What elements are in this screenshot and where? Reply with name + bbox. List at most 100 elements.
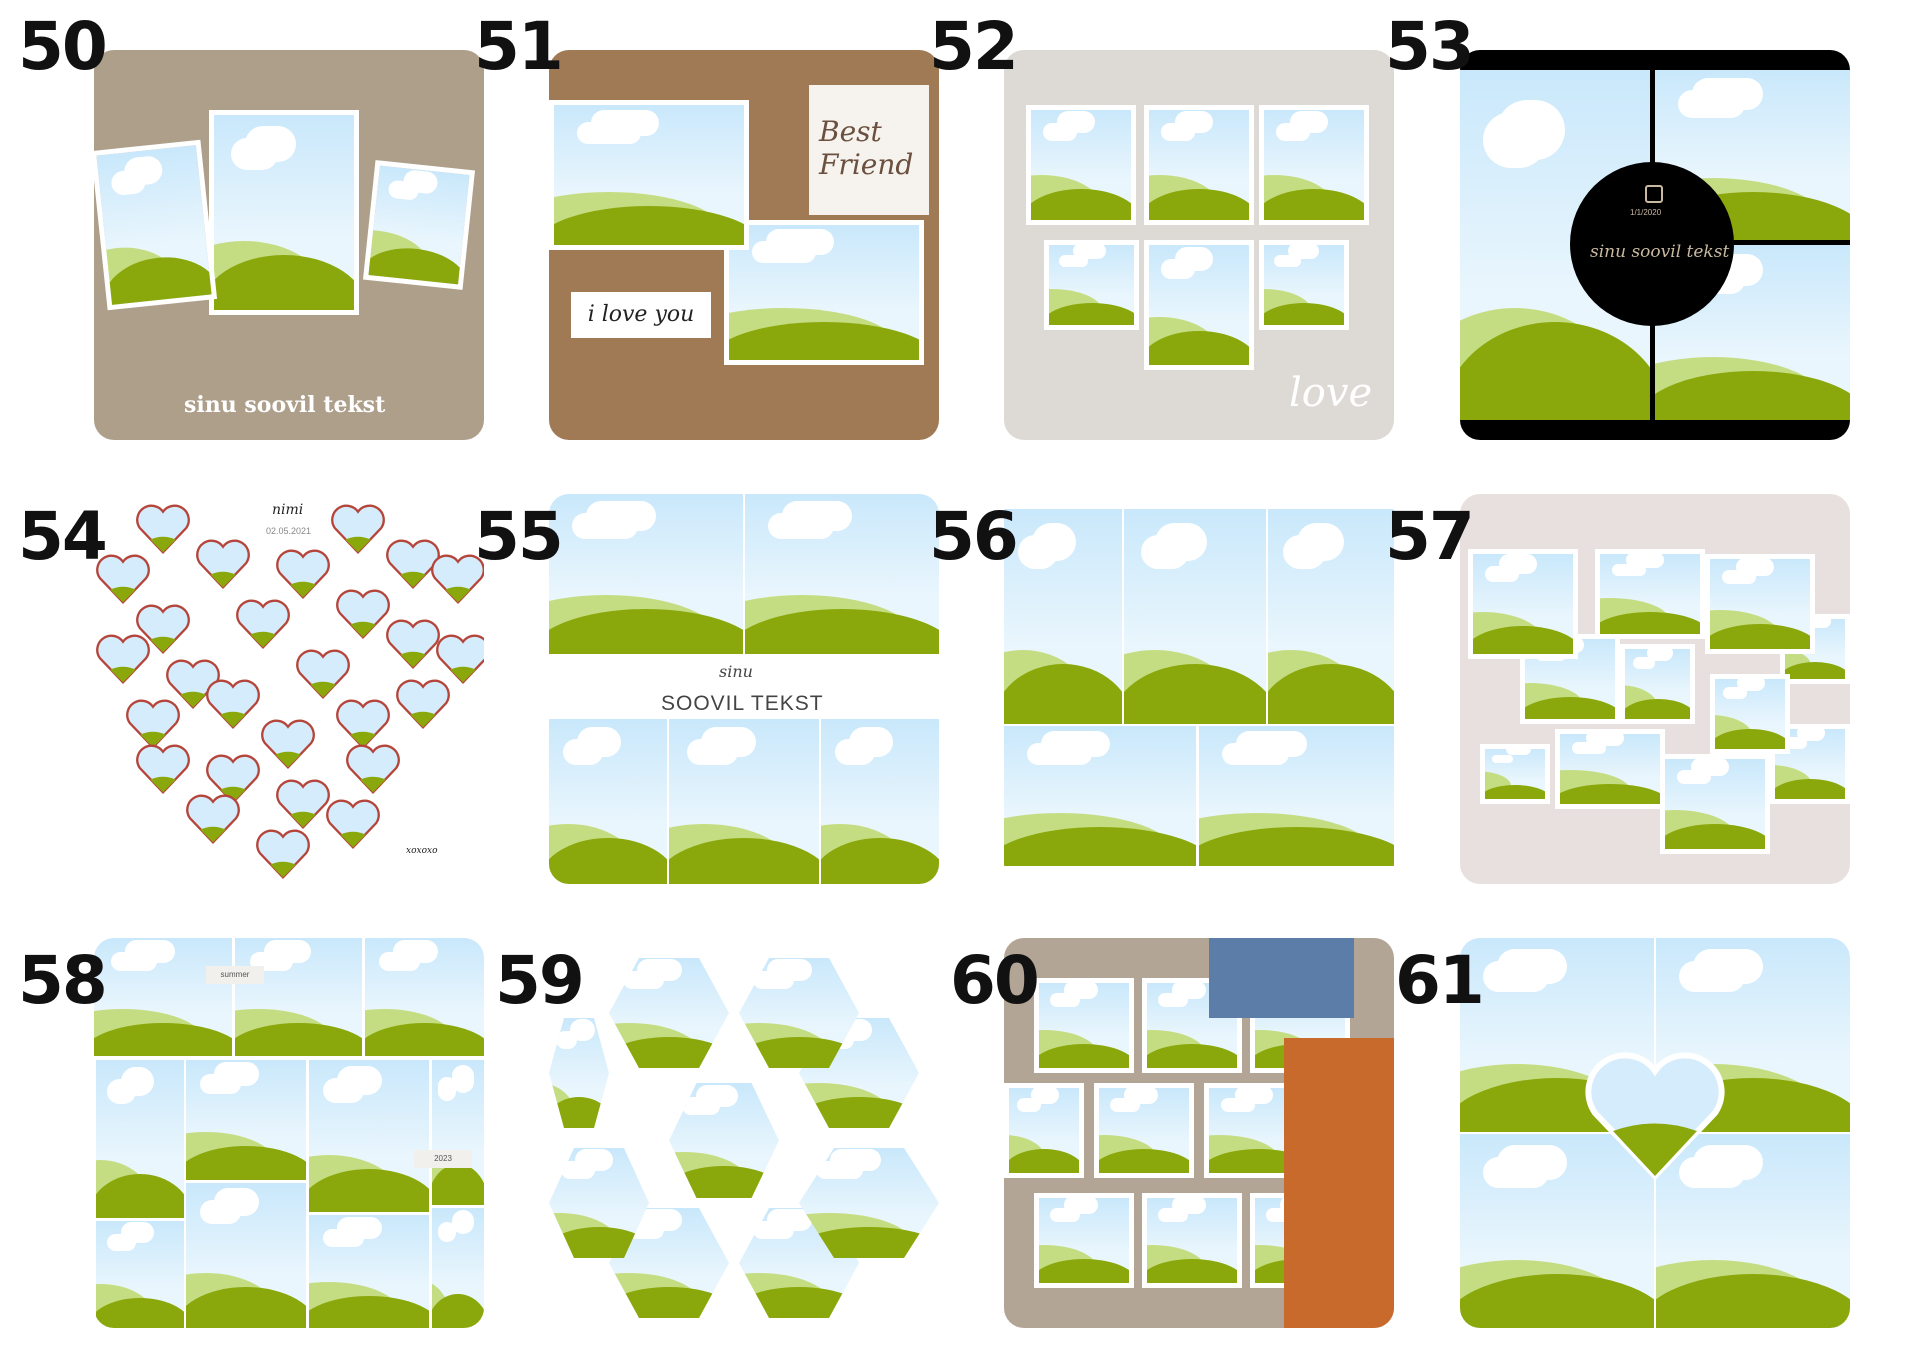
template-59[interactable] <box>549 938 939 1328</box>
heart-photo[interactable] <box>274 544 332 602</box>
photo-placeholder[interactable] <box>94 938 232 1056</box>
photo-placeholder[interactable] <box>1144 105 1254 225</box>
photo-placeholder[interactable] <box>1710 674 1790 754</box>
photo-placeholder[interactable] <box>96 1221 184 1328</box>
photo-placeholder[interactable] <box>1026 105 1136 225</box>
photo-placeholder[interactable] <box>1004 726 1196 866</box>
heart-photo[interactable] <box>134 599 192 657</box>
heart-photo[interactable] <box>194 534 252 592</box>
love-text: love <box>1289 370 1373 416</box>
photo-placeholder[interactable] <box>209 110 359 315</box>
photo-placeholder[interactable] <box>609 958 729 1068</box>
photo-placeholder[interactable] <box>94 139 218 311</box>
photo-placeholder[interactable] <box>669 719 819 884</box>
heart-photo[interactable] <box>294 644 352 702</box>
photo-placeholder[interactable] <box>432 1060 484 1205</box>
photo-placeholder[interactable] <box>1705 554 1815 654</box>
photo-placeholder[interactable] <box>96 1060 184 1218</box>
photo-placeholder[interactable] <box>745 494 939 654</box>
photo-placeholder[interactable] <box>724 220 924 365</box>
photo-placeholder[interactable] <box>432 1208 484 1328</box>
photo-placeholder[interactable] <box>821 719 939 884</box>
heart-photo[interactable] <box>384 614 442 672</box>
photo-placeholder[interactable] <box>1199 726 1394 866</box>
photo-placeholder[interactable] <box>1004 509 1122 724</box>
heart-photo[interactable] <box>124 694 182 752</box>
heart-photo[interactable] <box>94 629 152 687</box>
photo-placeholder[interactable] <box>186 1183 306 1328</box>
summer-tag: summer <box>206 966 264 984</box>
template-number-55: 55 <box>474 498 564 575</box>
photo-placeholder[interactable] <box>549 494 743 654</box>
heart-photo[interactable] <box>334 584 392 642</box>
template-number-53: 53 <box>1385 8 1475 85</box>
heart-photo[interactable] <box>384 534 442 592</box>
photo-placeholder[interactable] <box>1268 509 1394 724</box>
heart-photo[interactable] <box>434 629 484 687</box>
best-friend-note: Best Friend <box>809 85 929 215</box>
photo-placeholder[interactable] <box>1034 1193 1134 1288</box>
template-55[interactable]: sinu SOOVIL TEKST <box>549 494 939 884</box>
photo-placeholder[interactable] <box>186 1060 306 1180</box>
photo-placeholder[interactable] <box>1124 509 1266 724</box>
photo-placeholder[interactable] <box>1555 729 1665 809</box>
photo-placeholder[interactable] <box>365 938 484 1056</box>
photo-placeholder[interactable] <box>1094 1083 1194 1178</box>
photo-placeholder[interactable] <box>1034 978 1134 1073</box>
template-52[interactable]: love <box>1004 50 1394 440</box>
photo-placeholder[interactable] <box>1620 644 1695 724</box>
template-61[interactable] <box>1460 938 1850 1328</box>
heart-photo[interactable] <box>324 794 382 852</box>
photo-placeholder[interactable] <box>1044 240 1139 330</box>
photo-placeholder[interactable] <box>1460 1134 1654 1328</box>
template-number-58: 58 <box>18 942 108 1019</box>
template-56[interactable] <box>1004 494 1394 884</box>
heart-photo[interactable] <box>429 549 484 607</box>
heart-photo[interactable] <box>259 714 317 772</box>
template-57[interactable] <box>1460 494 1850 884</box>
template-53[interactable]: 1/1/2020 sinu soovil tekst <box>1460 50 1850 440</box>
photo-placeholder[interactable] <box>1259 105 1369 225</box>
name-text: nimi <box>272 502 304 518</box>
template-number-54: 54 <box>18 498 108 575</box>
heart-photo[interactable] <box>234 594 292 652</box>
year-tag: 2023 <box>414 1150 472 1168</box>
photo-placeholder[interactable] <box>1144 240 1254 370</box>
photo-placeholder[interactable] <box>1468 549 1578 659</box>
photo-placeholder[interactable] <box>1480 744 1550 804</box>
heart-photo[interactable] <box>134 739 192 797</box>
heart-photo[interactable] <box>254 824 312 882</box>
photo-placeholder[interactable] <box>669 1083 779 1198</box>
heart-photo[interactable] <box>394 674 452 732</box>
photo-placeholder[interactable] <box>309 1215 429 1328</box>
photo-placeholder[interactable] <box>235 938 362 1056</box>
photo-placeholder[interactable] <box>1595 549 1705 639</box>
photo-placeholder[interactable] <box>309 1060 429 1212</box>
heart-photo[interactable] <box>204 749 262 807</box>
heart-photo[interactable] <box>344 739 402 797</box>
photo-placeholder[interactable] <box>549 719 667 884</box>
template-54[interactable]: nimi 02.05.2021 xoxoxo <box>94 494 484 884</box>
heart-photo[interactable] <box>274 774 332 832</box>
heart-photo[interactable] <box>204 674 262 732</box>
photo-placeholder[interactable] <box>1259 240 1349 330</box>
heart-photo[interactable] <box>334 694 392 752</box>
template-50[interactable]: sinu soovil tekst <box>94 50 484 440</box>
photo-placeholder[interactable] <box>1656 1134 1850 1328</box>
photo-placeholder[interactable] <box>1004 1083 1084 1178</box>
heart-photo[interactable] <box>164 654 222 712</box>
photo-placeholder[interactable] <box>549 100 749 250</box>
template-number-51: 51 <box>474 8 564 85</box>
heart-photo[interactable] <box>94 549 152 607</box>
template-58[interactable]: summer 2023 <box>94 938 484 1328</box>
photo-placeholder[interactable] <box>549 1018 609 1128</box>
photo-placeholder[interactable] <box>363 160 475 290</box>
photo-placeholder[interactable] <box>1655 245 1850 420</box>
heart-photo[interactable] <box>329 499 387 557</box>
template-60[interactable] <box>1004 938 1394 1328</box>
photo-placeholder[interactable] <box>1660 754 1770 854</box>
heart-photo[interactable] <box>184 789 242 847</box>
template-51[interactable]: Best Friend i love you <box>549 50 939 440</box>
heart-photo[interactable] <box>134 499 192 557</box>
photo-placeholder[interactable] <box>1142 1193 1242 1288</box>
